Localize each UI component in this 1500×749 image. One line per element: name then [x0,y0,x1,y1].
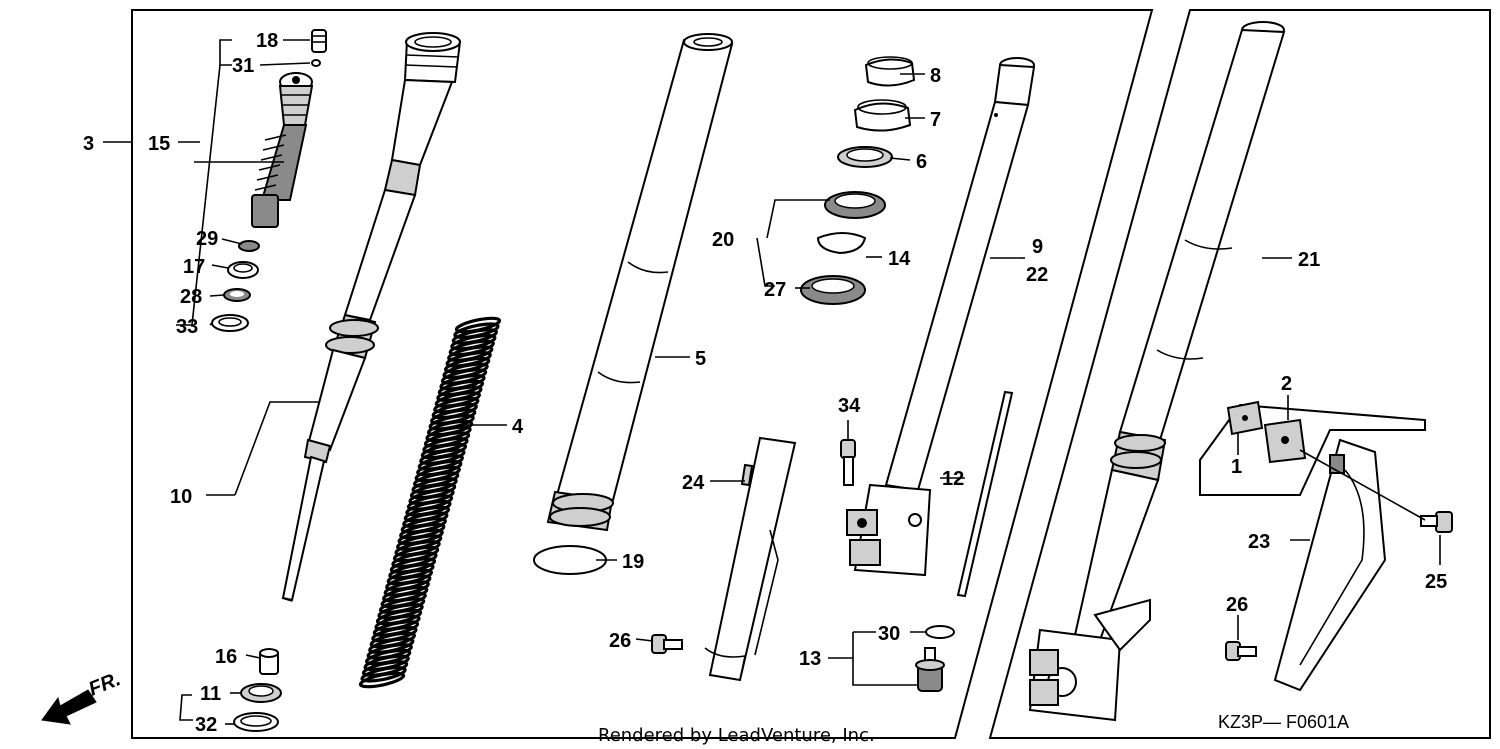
part-20-oil-seal[interactable] [824,191,886,219]
callout-16[interactable]: 16 [215,646,237,668]
part-31-oring[interactable] [311,59,321,67]
part-28-ring[interactable] [223,288,251,302]
callout-14[interactable]: 14 [888,248,911,270]
render-credit: Rendered by LeadVenture, Inc. [598,725,875,746]
callout-32[interactable]: 32 [195,714,217,736]
callout-13[interactable]: 13 [799,648,821,670]
part-6-washer[interactable] [837,146,893,168]
callout-23[interactable]: 23 [1248,531,1270,553]
part-1-clamp[interactable] [1226,400,1264,436]
callout-24[interactable]: 24 [682,472,705,494]
callout-33[interactable]: 33 [176,316,198,338]
callout-9[interactable]: 9 [1032,236,1043,258]
callout-15[interactable]: 15 [148,133,170,155]
callout-6[interactable]: 6 [916,151,927,173]
front-direction-arrow: FR. [41,668,124,725]
callout-4[interactable]: 4 [512,416,524,438]
part-25-bolt[interactable] [1420,511,1453,533]
part-7-collar[interactable] [853,99,912,132]
part-24-guard[interactable] [704,436,797,682]
part-5-outer-tube[interactable] [546,33,734,532]
callout-31[interactable]: 31 [232,55,254,77]
callout-17[interactable]: 17 [183,256,205,278]
part-19-clip[interactable] [533,545,607,575]
callout-10[interactable]: 10 [170,486,192,508]
diagram-code: KZ3P— F0601A [1218,712,1349,732]
part-34-bolt[interactable] [840,439,856,486]
part-12-rod[interactable] [956,390,1014,598]
callout-19[interactable]: 19 [622,551,644,573]
part-16-nut[interactable] [259,648,279,675]
callout-7[interactable]: 7 [930,109,941,131]
part-32-ring[interactable] [233,712,279,732]
part-9-inner-tube[interactable] [846,57,1036,577]
part-13-bolt[interactable] [915,647,945,692]
part-23-guard[interactable] [1273,438,1387,692]
callout-8[interactable]: 8 [930,65,941,87]
part-2-clamp[interactable] [1263,418,1307,464]
right-assembly-frame [988,9,1491,739]
callout-26-right[interactable]: 26 [1226,594,1248,616]
part-17-bushing[interactable] [227,261,259,279]
callout-18[interactable]: 18 [256,30,278,52]
part-15-cartridge[interactable] [251,72,314,228]
part-27-dust-seal[interactable] [800,275,866,305]
part-11-seal[interactable] [240,683,282,703]
callout-22[interactable]: 22 [1026,264,1048,286]
part-8-collar[interactable] [864,56,916,87]
callout-25[interactable]: 25 [1425,571,1447,593]
part-26b-bolt[interactable] [1225,641,1257,661]
part-29-ring[interactable] [238,240,260,252]
callout-34[interactable]: 34 [838,395,861,417]
part-30-oring[interactable] [925,625,955,639]
front-direction-label: FR. [86,668,124,700]
part-10-damper-tube[interactable] [281,32,462,602]
callout-21[interactable]: 21 [1298,249,1320,271]
callout-28[interactable]: 28 [180,286,202,308]
callout-20[interactable]: 20 [712,229,734,251]
part-18-screw[interactable] [311,29,327,53]
part-26a-bolt[interactable] [651,634,683,654]
callout-3[interactable]: 3 [83,133,94,155]
left-assembly-frame [131,9,1154,739]
callout-2[interactable]: 2 [1281,373,1292,395]
callout-5[interactable]: 5 [695,348,706,370]
leader-lines [103,39,1441,725]
guard-subframe [1199,403,1426,496]
callout-26-left[interactable]: 26 [609,630,631,652]
callout-30[interactable]: 30 [878,623,900,645]
part-33-washer[interactable] [211,314,249,332]
callout-12[interactable]: 12 [942,468,964,490]
callout-1[interactable]: 1 [1231,456,1242,478]
callout-27[interactable]: 27 [764,279,786,301]
callout-11[interactable]: 11 [200,683,221,705]
part-14-clip[interactable] [816,232,867,255]
callout-29[interactable]: 29 [196,228,218,250]
part-4-spring[interactable] [358,316,502,690]
part-21-fork-assembly[interactable] [1028,21,1286,722]
